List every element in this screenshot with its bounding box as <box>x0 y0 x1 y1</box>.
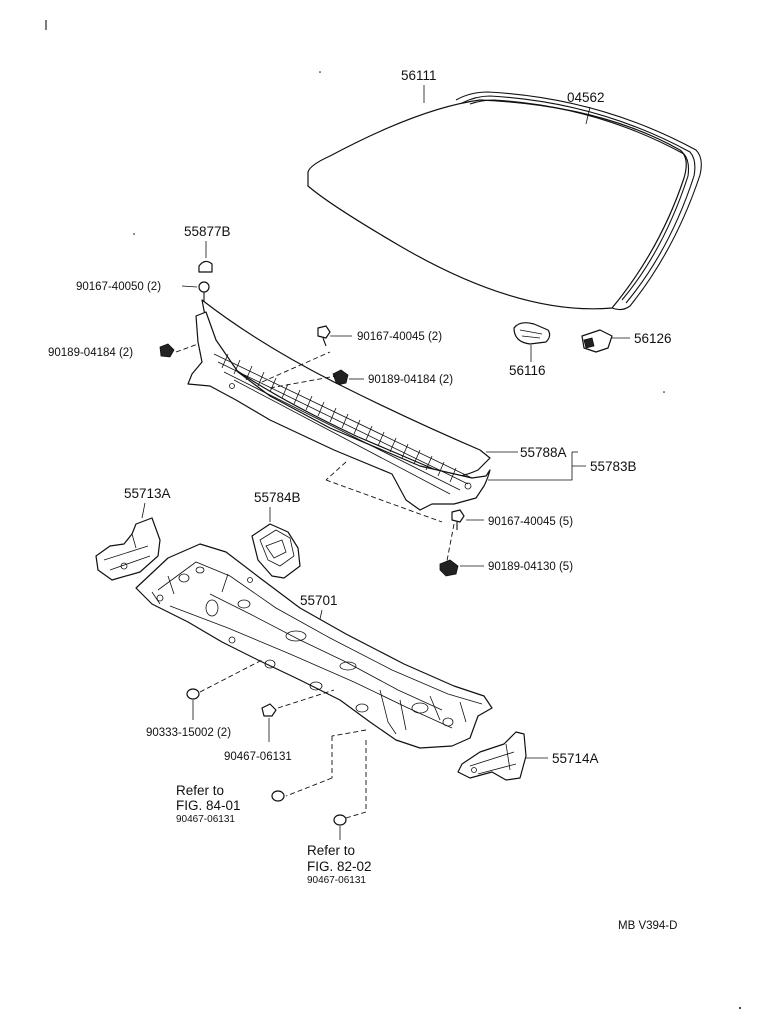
label-55713a: 55713A <box>124 486 171 501</box>
label-55784b: 55784B <box>254 490 301 505</box>
label-55701: 55701 <box>300 593 338 608</box>
nut-icon <box>159 343 175 358</box>
label-55783b: 55783B <box>590 459 637 474</box>
label-90167-40045-low: 90167-40045 (5) <box>488 516 573 528</box>
ref-84-01-line2: FIG. 84-01 <box>176 798 241 813</box>
bracket-55714a <box>457 731 527 781</box>
screw-icon <box>451 509 465 530</box>
label-90467-06131: 90467-06131 <box>224 751 292 763</box>
clip-icon <box>261 703 277 717</box>
clip-icon <box>186 688 200 700</box>
ref-82-02-part: 90467-06131 <box>307 875 366 886</box>
screw-icon <box>198 281 210 302</box>
label-90167-40045-top: 90167-40045 (2) <box>357 331 442 343</box>
clip-icon <box>198 260 213 273</box>
label-90167-40050: 90167-40050 (2) <box>76 281 161 293</box>
label-55788a: 55788A <box>520 445 567 460</box>
nut-icon <box>439 559 459 577</box>
label-55877b: 55877B <box>184 224 231 239</box>
cowl-panel <box>135 543 493 749</box>
label-90333-15002: 90333-15002 (2) <box>146 727 231 739</box>
label-56126: 56126 <box>634 331 672 346</box>
clip-icon <box>333 814 347 826</box>
label-90189-04130: 90189-04130 (5) <box>488 561 573 573</box>
label-04562: 04562 <box>567 90 605 105</box>
label-56116: 56116 <box>509 363 546 378</box>
clip-icon <box>271 790 285 802</box>
diagram-code: MB V394-D <box>618 920 677 932</box>
bracket-55713a <box>95 517 161 581</box>
cowl-top-ventilator-louver <box>187 299 491 511</box>
ref-82-02-line1: Refer to <box>307 843 355 858</box>
windshield-molding <box>455 91 702 311</box>
label-90189-04184-left: 90189-04184 (2) <box>48 347 133 359</box>
tray-55784b <box>251 523 301 579</box>
ref-82-02-line2: FIG. 82-02 <box>307 859 372 874</box>
label-90189-04184-right: 90189-04184 (2) <box>368 374 453 386</box>
screw-icon <box>317 325 331 347</box>
label-55714a: 55714A <box>552 751 599 766</box>
ref-84-01-line1: Refer to <box>176 783 224 798</box>
bracket-56116 <box>513 322 551 345</box>
clip-56126 <box>581 329 613 353</box>
windshield-glass <box>307 99 687 310</box>
label-56111: 56111 <box>401 68 437 83</box>
ref-84-01-part: 90467-06131 <box>176 814 235 825</box>
